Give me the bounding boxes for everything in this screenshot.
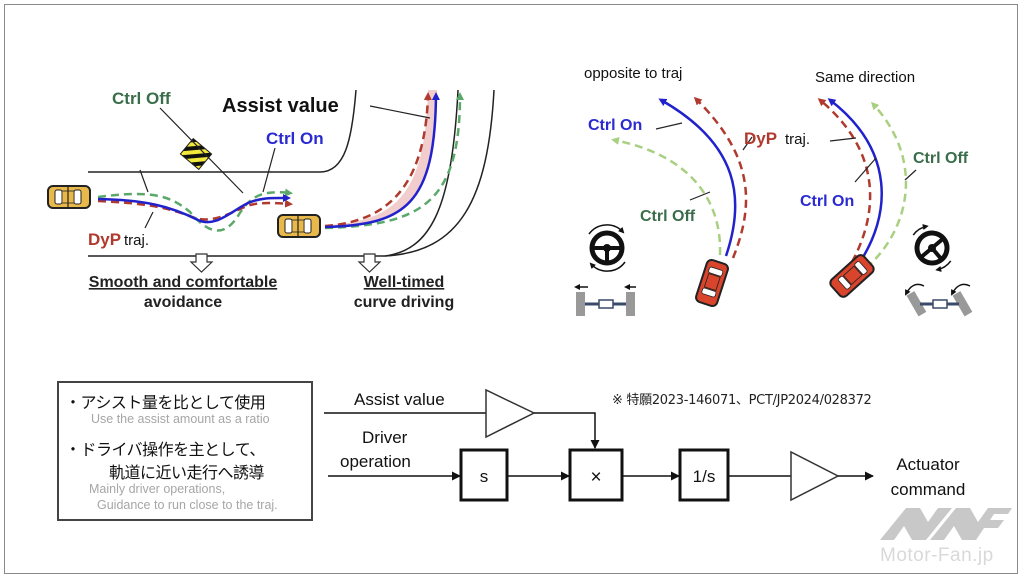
axle-wheels-icon: [905, 283, 973, 317]
note-bullet2-jp-line2: 軌道に近い走行へ誘導: [109, 463, 265, 482]
patent-note: ※ 特願2023-146071、PCT/JP2024/028372: [612, 393, 872, 408]
leader-ctrl-off-2: [139, 169, 149, 193]
ctrl-off-trajectory-curve: [324, 92, 464, 230]
output-label-line1: Actuator: [896, 455, 960, 474]
axle-wheels-icon: [574, 284, 636, 316]
assist-gain-triangle: [485, 388, 536, 439]
notes-box: ・アシスト量を比として使用 Use the assist amount as a…: [57, 381, 313, 521]
steering-wheel-icon: [912, 224, 952, 272]
label-traj: traj.: [124, 232, 149, 249]
ctrl-on-trajectory-opposite: [658, 98, 737, 257]
note-bullet2-jp-line1: ・ドライバ操作を主として、: [65, 440, 265, 459]
leader-traj-same: [829, 137, 857, 142]
dyp-trajectory-same: [817, 98, 872, 263]
leader-dyp: [144, 211, 154, 229]
label-ctrl-off-same: Ctrl Off: [913, 150, 969, 167]
dyp-trajectory-opposite: [693, 96, 748, 259]
leader-ctrl-off: [159, 107, 244, 194]
output-label-line2: command: [891, 480, 966, 499]
ctrl-off-trajectory-avoid: [97, 188, 293, 232]
caption-curve-line2: curve driving: [354, 294, 454, 311]
ctrl-on-trajectory-same: [827, 98, 883, 266]
caption-curve-line1: Well-timed: [364, 274, 445, 291]
yellow-car-icon: [47, 184, 91, 210]
note-bullet2-en-line1: Mainly driver operations,: [89, 482, 226, 496]
red-car-icon: [827, 252, 877, 300]
title-opposite-to-traj: opposite to traj: [584, 65, 682, 82]
down-arrow-curve-icon: [357, 253, 382, 273]
label-ctrl-on-same: Ctrl On: [800, 193, 854, 210]
leader-assist-value: [369, 105, 431, 119]
down-arrow-avoid-icon: [189, 253, 214, 273]
dyp-trajectory-avoid: [97, 199, 293, 221]
steering-wheel-icon: [588, 224, 626, 272]
label-traj-opposite: traj.: [785, 131, 810, 148]
road-edge-upper: [88, 89, 357, 173]
note-bullet2-en-line2: Guidance to run close to the traj.: [97, 498, 278, 512]
ctrl-off-trajectory-same: [865, 101, 908, 269]
leader-dyp-opposite: [742, 136, 753, 151]
label-dyp: DyP: [88, 230, 121, 249]
road-edge-lower: [88, 89, 459, 257]
input-assist-value-label: Assist value: [354, 390, 445, 409]
note-bullet1-en: Use the assist amount as a ratio: [91, 412, 270, 426]
assist-to-multiply-line: [534, 412, 600, 449]
steering-comparison-panel: opposite to traj Same direction Ctrl On …: [574, 65, 973, 317]
control-block-diagram: Assist value Driver operation s × 1/s Ac…: [324, 388, 966, 502]
watermark-text: Motor-Fan.jp: [880, 545, 994, 566]
leader-ctrl-on-same: [854, 157, 877, 183]
assist-value-area: [330, 90, 437, 226]
derivative-block: [459, 448, 509, 502]
label-dyp-opposite: DyP: [744, 129, 777, 148]
yellow-car-icon: [277, 213, 321, 239]
integrator-block: [678, 448, 730, 502]
leader-ctrl-on: [262, 147, 276, 193]
obstacle-hazard-icon: [179, 137, 213, 171]
integrator-block-label: 1/s: [693, 467, 716, 486]
note-bullet1-jp: ・アシスト量を比として使用: [65, 393, 266, 412]
caption-avoidance-line2: avoidance: [144, 294, 222, 311]
road-edge-outer: [384, 89, 495, 257]
ctrl-off-trajectory-opposite: [611, 137, 722, 256]
ctrl-on-trajectory-curve: [324, 92, 440, 229]
motor-fan-logo-icon: [880, 508, 1012, 540]
title-same-direction: Same direction: [815, 69, 915, 86]
leader-ctrl-off-opposite: [689, 191, 711, 201]
ctrl-on-trajectory-avoid: [97, 193, 291, 224]
red-car-icon: [693, 257, 731, 309]
label-ctrl-on-opposite: Ctrl On: [588, 117, 642, 134]
input-driver-label-line1: Driver: [362, 428, 408, 447]
label-ctrl-off: Ctrl Off: [112, 89, 171, 108]
dyp-trajectory-curve: [324, 92, 432, 228]
input-driver-label-line2: operation: [340, 452, 411, 471]
multiply-block: [568, 448, 624, 502]
label-ctrl-on: Ctrl On: [266, 129, 324, 148]
road-scene-avoidance-curve: Ctrl Off Assist value Ctrl On DyP traj. …: [47, 89, 495, 311]
caption-avoidance-line1: Smooth and comfortable: [89, 274, 278, 291]
label-ctrl-off-opposite: Ctrl Off: [640, 208, 696, 225]
derivative-block-label: s: [480, 467, 489, 486]
multiply-block-label: ×: [590, 467, 601, 488]
leader-ctrl-on-opposite: [655, 122, 683, 130]
label-assist-value: Assist value: [222, 95, 339, 117]
leader-ctrl-off-same: [904, 169, 917, 181]
output-gain-triangle: [790, 450, 840, 502]
